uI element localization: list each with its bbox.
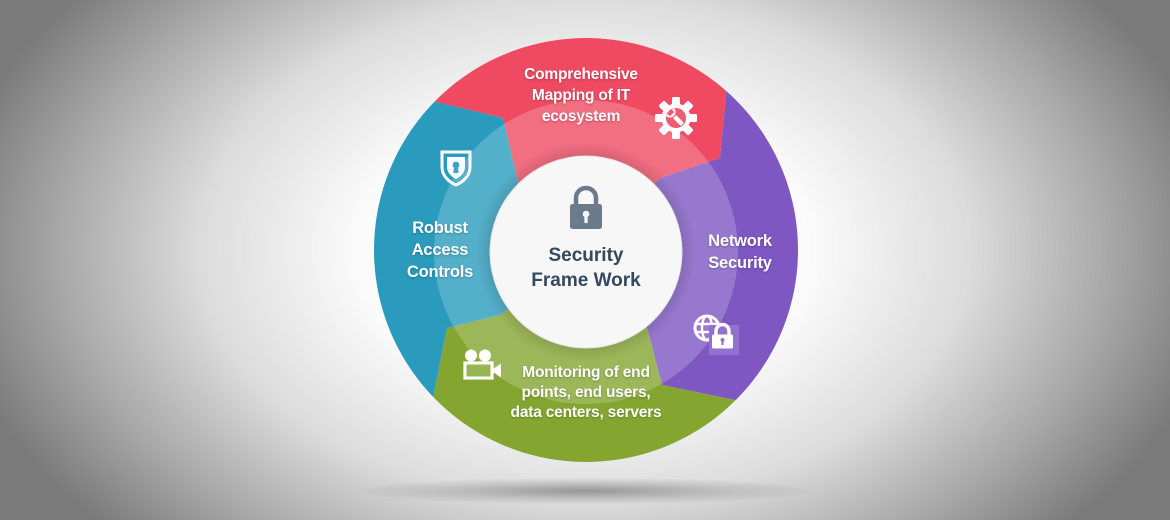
segment-label-network: Network Security [708,232,772,272]
center-title: Security Frame Work [531,245,641,291]
center-disc [490,156,682,348]
ring-shadow [360,478,810,504]
shield-keyhole-icon [440,150,472,187]
segment-access [374,38,586,462]
segment-network [586,40,799,462]
video-camera-icon [463,349,501,380]
segment-monitoring [374,252,799,462]
globe-lock-icon [693,314,739,355]
gear-wrench-icon [655,97,697,139]
segment-label-mapping: Comprehensive Mapping of IT ecosystem [524,66,638,125]
segment-label-access: Robust Access Controls [406,219,474,281]
segment-label-monitoring: Monitoring of end points, end users, dat… [510,364,662,421]
padlock-icon [570,185,602,229]
